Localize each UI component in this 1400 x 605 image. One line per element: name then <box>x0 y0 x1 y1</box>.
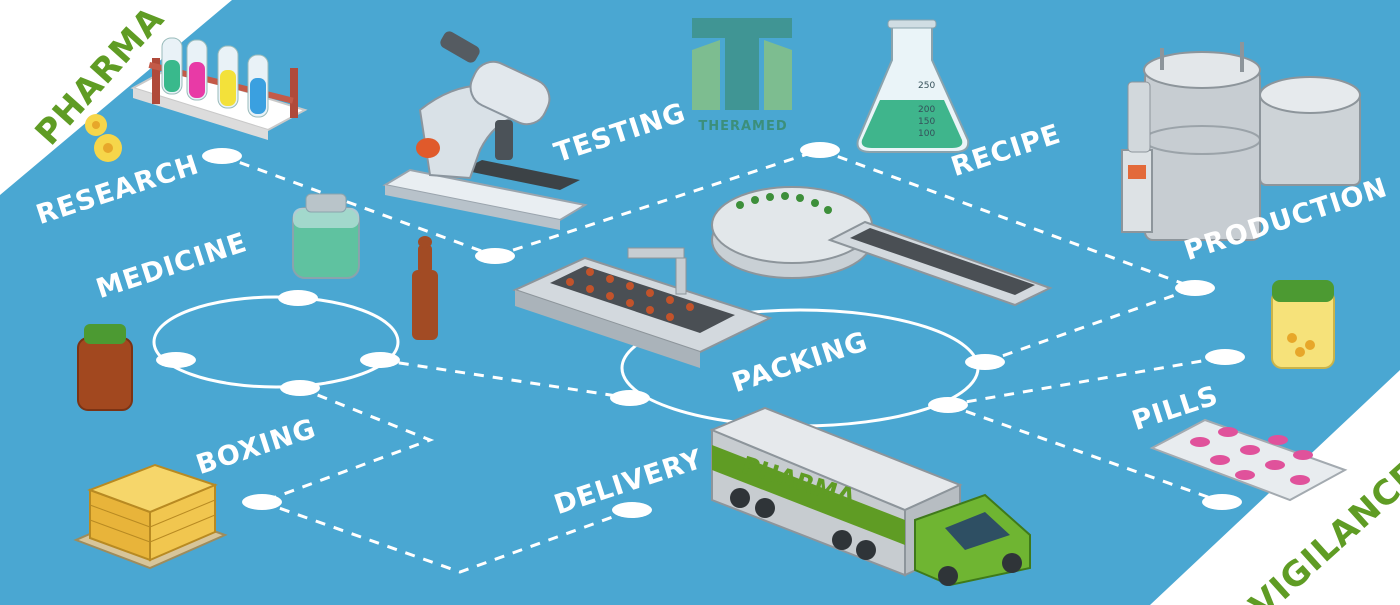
node-medicine-bottom <box>280 380 320 396</box>
node-truck-right <box>1202 494 1242 510</box>
node-testing <box>475 248 515 264</box>
node-packing-right <box>965 354 1005 370</box>
microscope-illustration <box>382 31 588 230</box>
logo-text: THERAMED <box>698 119 788 134</box>
route-boxing-to-delivery <box>261 500 633 574</box>
route-nodes <box>156 142 1245 518</box>
flower-decoration <box>85 114 122 162</box>
flask-mark-150: 150 <box>918 117 935 127</box>
boxes-pallet-illustration <box>73 463 228 570</box>
node-delivery <box>612 502 652 518</box>
node-medicine-right <box>360 352 400 368</box>
route-circle-to-packing <box>379 358 631 400</box>
node-boxing <box>242 494 282 510</box>
conveyor-line-illustration <box>512 247 773 368</box>
production-tanks-illustration <box>1121 42 1361 241</box>
node-production <box>1175 280 1215 296</box>
erlenmeyer-flask-illustration <box>856 19 970 153</box>
route-circle-to-boxing <box>261 386 435 504</box>
node-medicine-top <box>278 290 318 306</box>
dashed-routes <box>221 148 1226 574</box>
node-pills <box>1205 349 1245 365</box>
node-medicine-left <box>156 352 196 368</box>
medicine-jar-illustration <box>292 193 360 279</box>
flask-mark-200: 200 <box>918 105 935 115</box>
rotary-filling-table-illustration <box>711 186 1053 307</box>
blister-pack-illustration <box>1149 418 1348 502</box>
theramed-logo <box>692 18 792 110</box>
flask-mark-250: 250 <box>918 81 935 91</box>
delivery-truck-illustration: PHARMA <box>709 406 1031 587</box>
route-recipe-to-production <box>819 148 1196 290</box>
node-recipe <box>800 142 840 158</box>
flask-mark-100: 100 <box>918 129 935 139</box>
medicine-loop <box>152 295 400 389</box>
node-packing-bottom <box>928 397 968 413</box>
pill-bottle-illustration <box>1271 280 1335 369</box>
route-packing-to-pills <box>947 355 1226 407</box>
brown-bottle-illustration <box>77 324 133 411</box>
node-packing-left <box>610 390 650 406</box>
node-research <box>202 148 242 164</box>
ampoule-illustration <box>412 236 438 340</box>
test-tube-rack-illustration <box>130 37 308 140</box>
